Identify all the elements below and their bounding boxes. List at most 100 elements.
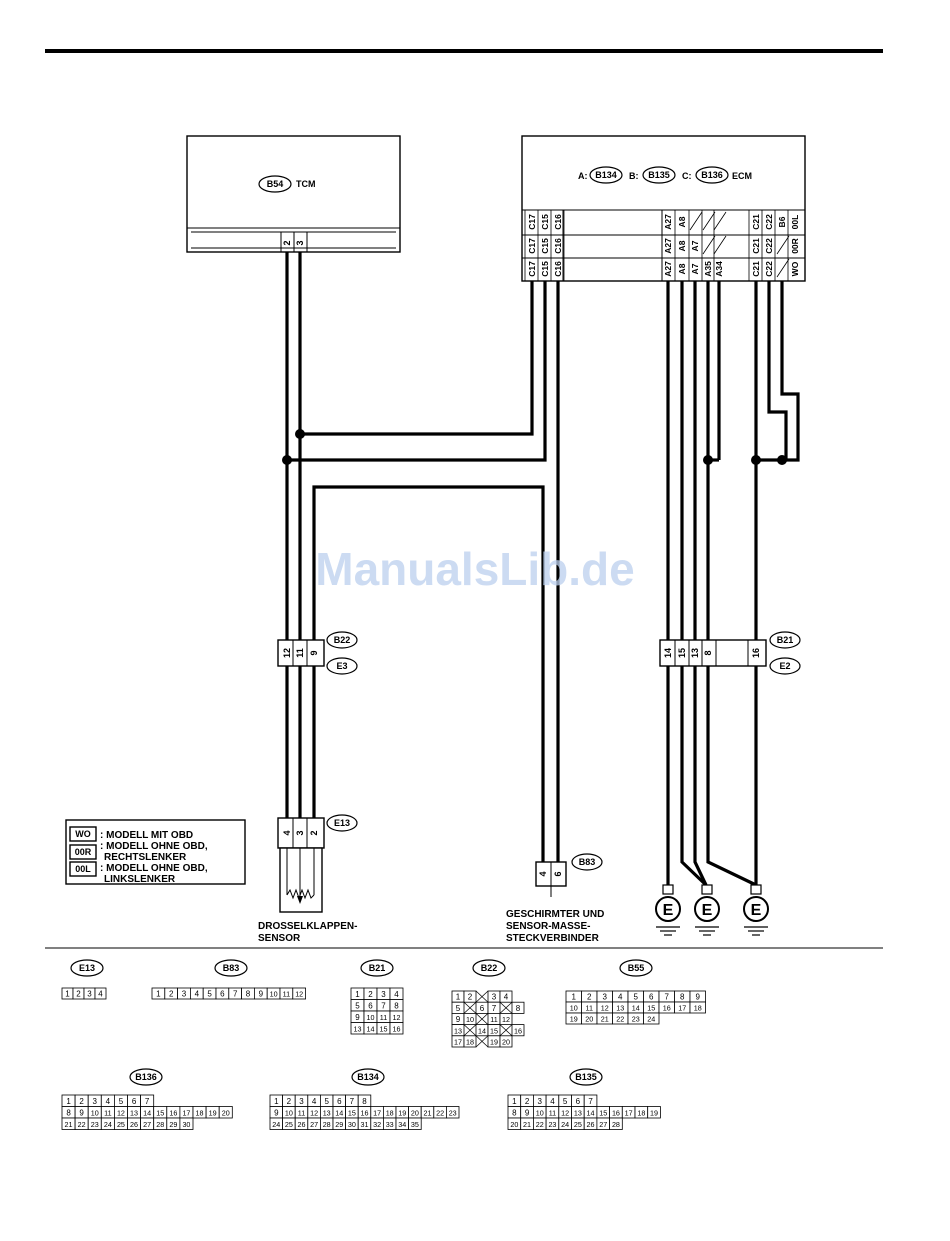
face-b135-pin-19: 19 [650, 1109, 658, 1118]
face-b136-pin-3: 3 [93, 1097, 98, 1106]
face-b55-pin-6: 6 [649, 993, 654, 1002]
face-b55-pin-17: 17 [678, 1004, 686, 1013]
face-b83-pin-6: 6 [220, 990, 225, 999]
face-b21-pin-8: 8 [394, 1002, 399, 1011]
face-b135-pin-24: 24 [561, 1120, 569, 1129]
face-b134-pin-27: 27 [310, 1120, 318, 1129]
ecm-pin-c15: C15 [540, 261, 550, 277]
e13-label-2: SENSOR [258, 933, 301, 944]
face-b136-pin-5: 5 [119, 1097, 124, 1106]
b21-pin-15: 15 [677, 648, 687, 658]
face-b83-pin-10: 10 [270, 990, 278, 999]
shield-connector-b83: 4 6 B83 GESCHIRMTER UND SENSOR-MASSE- ST… [506, 853, 604, 944]
ecm-pin-a27: A27 [663, 261, 673, 277]
face-b55-pin-24: 24 [647, 1015, 655, 1024]
face-b83-pin-3: 3 [182, 990, 187, 999]
face-b134-id: B134 [357, 1072, 379, 1082]
face-b83-pin-8: 8 [246, 990, 251, 999]
face-e13-pin-1: 1 [65, 990, 70, 999]
face-b135-pin-13: 13 [574, 1109, 582, 1118]
face-b134-pin-21: 21 [424, 1109, 432, 1118]
face-b55-pin-3: 3 [603, 993, 608, 1002]
e3-id: E3 [336, 661, 347, 671]
face-b83-pin-7: 7 [233, 990, 238, 999]
face-b21-pin-1: 1 [355, 990, 360, 999]
face-b134-pin-1: 1 [274, 1097, 279, 1106]
face-b136-pin-19: 19 [209, 1109, 217, 1118]
face-b135-pin-4: 4 [550, 1097, 555, 1106]
face-b134-pin-10: 10 [285, 1109, 293, 1118]
face-b55-pin-5: 5 [634, 993, 639, 1002]
face-b83-pin-11: 11 [283, 990, 290, 999]
face-b22-pin-10: 10 [466, 1015, 474, 1024]
face-b134-pin-22: 22 [436, 1109, 444, 1118]
face-b134-pin-16: 16 [361, 1109, 369, 1118]
face-e13-id: E13 [79, 963, 95, 973]
face-b135-pin-5: 5 [563, 1097, 568, 1106]
face-b55-pin-15: 15 [647, 1004, 655, 1013]
ecm-pin-a27: A27 [663, 238, 673, 254]
legend-box: WO : MODELL MIT OBD 00R : MODELL OHNE OB… [65, 819, 246, 885]
face-b134-pin-30: 30 [348, 1120, 356, 1129]
face-b21-pin-9: 9 [355, 1013, 360, 1022]
face-b135-id: B135 [575, 1072, 597, 1082]
face-b21-pin-3: 3 [381, 990, 386, 999]
legend-text-wo: : MODELL MIT OBD [100, 830, 193, 841]
face-b136-pin-6: 6 [132, 1097, 137, 1106]
face-b134-pin-3: 3 [299, 1097, 304, 1106]
connector-b21-e2: 14 15 13 8 16 B21 E2 [659, 631, 801, 675]
b22-pin-11: 11 [295, 648, 305, 658]
face-b55-pin-22: 22 [616, 1015, 624, 1024]
ecm-pin-a7: A7 [690, 240, 700, 251]
face-b135-pin-8: 8 [512, 1109, 517, 1118]
b83-label-1: GESCHIRMTER UND [506, 909, 604, 920]
face-b21-pin-14: 14 [367, 1025, 375, 1034]
face-b136-pin-27: 27 [143, 1120, 151, 1129]
face-b134-pin-28: 28 [323, 1120, 331, 1129]
face-b55-pin-20: 20 [585, 1015, 593, 1024]
face-b135-pin-15: 15 [599, 1109, 607, 1118]
ecm-pin-c17: C17 [527, 214, 537, 230]
face-b135-pin-12: 12 [561, 1109, 569, 1118]
face-b134-pin-26: 26 [298, 1120, 306, 1129]
face-b22-pin-7: 7 [492, 1004, 497, 1013]
face-b136-pin-10: 10 [91, 1109, 99, 1118]
e13-pin-3: 3 [295, 830, 305, 835]
face-b21-pin-11: 11 [380, 1013, 387, 1022]
ecm-legend-c: C: [682, 171, 692, 181]
face-b134-pin-4: 4 [312, 1097, 317, 1106]
face-b22-pin-4: 4 [504, 993, 509, 1002]
face-b136-pin-18: 18 [196, 1109, 204, 1118]
face-b22-id: B22 [481, 963, 498, 973]
e13-label-1: DROSSELKLAPPEN- [258, 921, 357, 932]
face-b134-pin-7: 7 [350, 1097, 355, 1106]
b22-pin-12: 12 [282, 648, 292, 658]
e13-id: E13 [334, 818, 350, 828]
e13-pin-4: 4 [282, 830, 292, 835]
ecm-pin-c17: C17 [527, 261, 537, 277]
face-b135-pin-21: 21 [523, 1120, 531, 1129]
face-b83-pin-4: 4 [195, 990, 200, 999]
face-b22-pin-19: 19 [490, 1038, 498, 1047]
face-b134-pin-17: 17 [373, 1109, 381, 1118]
face-b136-pin-25: 25 [117, 1120, 125, 1129]
face-b135-pin-1: 1 [512, 1097, 517, 1106]
face-b83-pin-5: 5 [207, 990, 212, 999]
face-b135-pin-25: 25 [574, 1120, 582, 1129]
tcm-name: TCM [296, 179, 316, 189]
legend-text-00l-2: LINKSLENKER [104, 874, 176, 885]
b21-pin-16: 16 [751, 648, 761, 658]
face-b135-pin-28: 28 [612, 1120, 620, 1129]
face-b55-pin-2: 2 [587, 993, 592, 1002]
ecm-pin-a34: A34 [714, 261, 724, 277]
face-b22-pin-17: 17 [454, 1038, 462, 1047]
ecm-pin-c16: C16 [553, 214, 563, 230]
face-b135-pin-26: 26 [587, 1120, 595, 1129]
face-b134-pin-13: 13 [323, 1109, 331, 1118]
face-b21-pin-15: 15 [380, 1025, 388, 1034]
e13-pin-2: 2 [309, 830, 319, 835]
ecm-pin-a7: A7 [690, 263, 700, 274]
face-b55-pin-8: 8 [680, 993, 685, 1002]
